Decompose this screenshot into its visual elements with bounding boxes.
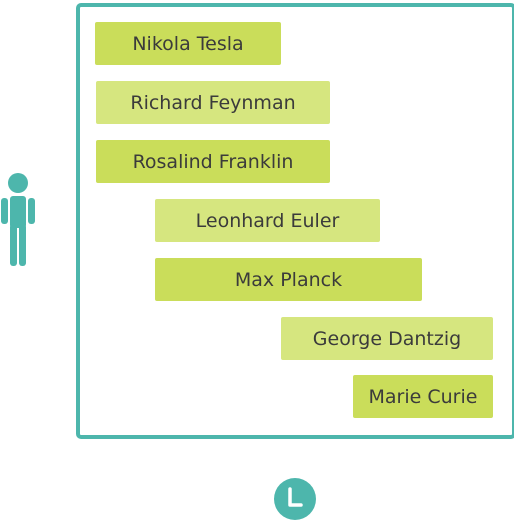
bar-nikola-tesla: Nikola Tesla [95, 22, 281, 65]
bar-richard-feynman: Richard Feynman [96, 81, 330, 124]
bar-max-planck: Max Planck [155, 258, 422, 301]
diagram-frame [76, 3, 514, 439]
bar-marie-curie: Marie Curie [353, 375, 493, 418]
bar-rosalind-franklin: Rosalind Franklin [96, 140, 330, 183]
bar-leonhard-euler: Leonhard Euler [155, 199, 380, 242]
clock-icon [274, 478, 316, 520]
person-icon [1, 173, 35, 266]
bar-george-dantzig: George Dantzig [281, 317, 493, 360]
